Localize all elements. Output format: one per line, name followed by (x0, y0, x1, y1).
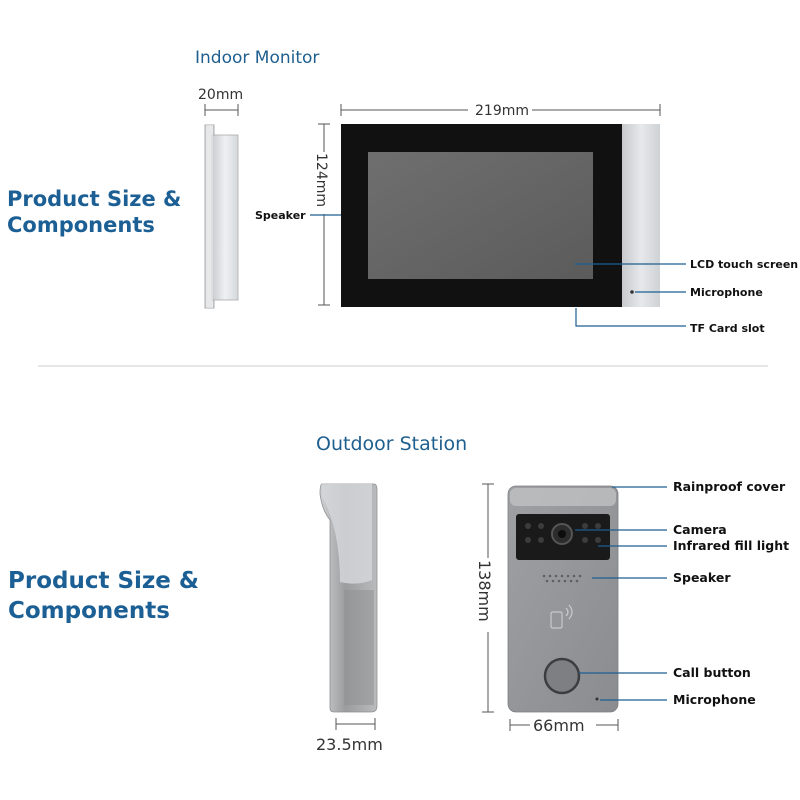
indoor-speaker-label: Speaker (255, 209, 306, 222)
outdoor-speaker-callout-label: Speaker (673, 570, 731, 585)
indoor-microphone-dot (630, 290, 634, 294)
outdoor-speaker-grille (542, 574, 582, 583)
infrared-callout-label: Infrared fill light (673, 538, 789, 553)
outdoor-microphone-dot (595, 697, 599, 701)
indoor-depth-label: 20mm (198, 87, 243, 103)
lcd-callout-label: LCD touch screen (690, 258, 798, 271)
indoor-side-heading-2: Components (7, 213, 155, 237)
indoor-width-label: 219mm (475, 103, 529, 119)
rfid-card-icon (550, 604, 573, 629)
indoor-monitor-side-view (204, 124, 239, 309)
outdoor-width-label: 66mm (533, 716, 585, 735)
outdoor-station-front-view (507, 485, 619, 713)
indoor-title: Indoor Monitor (195, 48, 319, 68)
outdoor-side-heading-1: Product Size & (8, 568, 199, 594)
rainproof-callout-label: Rainproof cover (673, 479, 786, 494)
indoor-mic-callout-label: Microphone (690, 286, 763, 299)
indoor-height-label: 124mm (313, 153, 329, 207)
call-button-callout-label: Call button (673, 665, 751, 680)
lcd-screen (368, 152, 593, 279)
tf-card-callout-line (575, 308, 686, 327)
infrared-leds (525, 523, 601, 543)
indoor-monitor-front-view (341, 124, 660, 307)
outdoor-mic-callout-label: Microphone (673, 692, 756, 707)
outdoor-station-side-view (319, 483, 378, 713)
outdoor-depth-label: 23.5mm (316, 735, 383, 754)
tf-card-callout-label: TF Card slot (690, 322, 765, 335)
outdoor-title: Outdoor Station (316, 433, 467, 455)
rainproof-cover (510, 488, 616, 506)
camera-callout-label: Camera (673, 522, 727, 537)
call-button (543, 657, 581, 695)
outdoor-side-heading-2: Components (8, 598, 170, 624)
outdoor-height-label: 138mm (475, 560, 494, 622)
indoor-side-heading-1: Product Size & (7, 187, 181, 211)
